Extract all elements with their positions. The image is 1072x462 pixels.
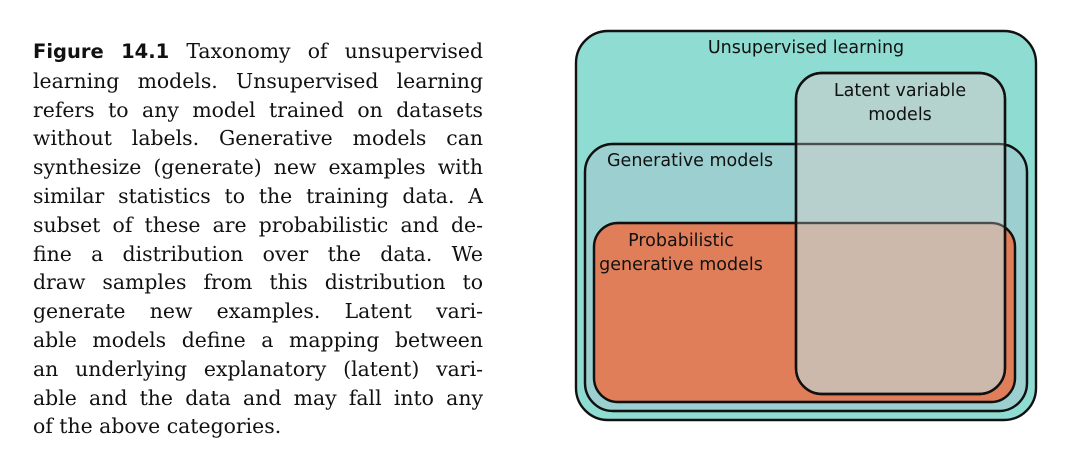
caption-line-5: synthesize (generate) new examples with — [33, 155, 483, 180]
caption-line-2: learning models. Unsupervised learning — [33, 68, 483, 93]
caption-line-4: without labels. Generative models can — [33, 126, 483, 151]
caption-text: Taxonomy of unsupervised — [186, 39, 483, 63]
caption-line-13: able and the data and may fall into any — [33, 385, 483, 410]
caption-line-7: subset of these are probabilistic and de… — [33, 212, 483, 237]
caption-line-11: able models define a mapping between — [33, 327, 483, 352]
caption-line-9: draw samples from this distribution to — [33, 270, 483, 295]
caption-line-14: of the above categories. — [33, 414, 282, 439]
figure-label: Figure 14.1 — [33, 40, 170, 63]
caption-line-6: similar statistics to the training data.… — [33, 183, 483, 208]
caption-line-12: an underlying explanatory (latent) vari- — [33, 356, 483, 381]
generative-models-outline — [583, 142, 1029, 413]
caption-line-3: refers to any model trained on datasets — [33, 97, 483, 122]
taxonomy-diagram: Unsupervised learning Latent variable mo… — [574, 29, 1038, 422]
caption-line-10: generate new examples. Latent vari- — [33, 299, 483, 324]
figure-caption: Figure 14.1 Taxonomy of unsupervised lea… — [33, 37, 483, 441]
latent-variable-models-label-line2: models — [868, 105, 932, 125]
probabilistic-generative-models-label-line1: Probabilistic — [628, 231, 734, 251]
latent-variable-models-label-line1: Latent variable — [834, 81, 966, 101]
generative-models-label: Generative models — [607, 151, 773, 171]
probabilistic-generative-models-label-line2: generative models — [599, 255, 763, 275]
latent-variable-models-outline — [794, 71, 1007, 396]
unsupervised-learning-label: Unsupervised learning — [708, 38, 904, 58]
probabilistic-generative-models-outline — [592, 221, 1017, 404]
caption-line-1: Figure 14.1 Taxonomy of unsupervised — [33, 37, 483, 67]
caption-line-8: fine a distribution over the data. We — [33, 241, 483, 266]
